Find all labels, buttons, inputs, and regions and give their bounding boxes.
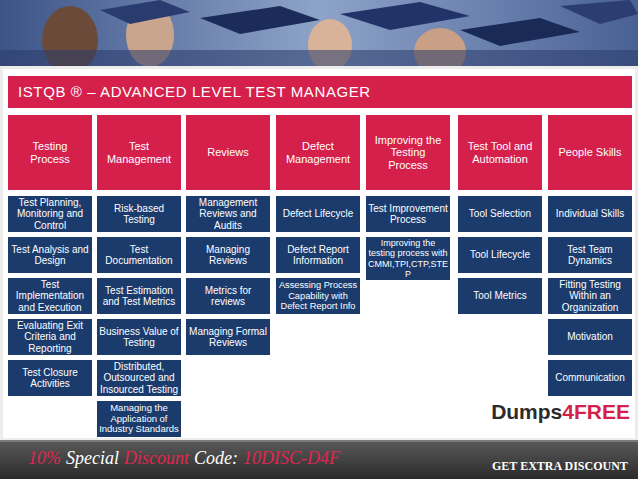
- label-text: 10DISC-D4F: [243, 448, 340, 469]
- node-text: Evaluating Exit Criteria and Reporting: [10, 320, 90, 354]
- category-header: People Skills: [548, 115, 632, 190]
- topic-box: Test Estimation and Test Metrics: [97, 278, 181, 314]
- topic-box: Test Team Dynamics: [548, 237, 632, 273]
- topic-box: Test Implementation and Execution: [8, 278, 92, 314]
- title-band: ISTQB ® – ADVANCED LEVEL TEST MANAGER: [8, 76, 632, 108]
- discount-line: 10%SpecialDiscountCode:10DISC-D4F: [28, 448, 340, 469]
- node-text: Management Reviews and Audits: [188, 197, 268, 231]
- topic-box: Communication: [548, 360, 632, 396]
- node-text: Distributed, Outsourced and Insourced Te…: [99, 361, 179, 395]
- node-text: ISTQB ® – ADVANCED LEVEL TEST MANAGER: [18, 84, 371, 101]
- node-text: Motivation: [567, 331, 613, 342]
- topic-box: Defect Lifecycle: [276, 196, 360, 232]
- node-text: Metrics for reviews: [188, 285, 268, 307]
- topic-box: Test Documentation: [97, 237, 181, 273]
- graduation-photo: [0, 0, 638, 76]
- label-text: Dumps: [491, 400, 562, 424]
- topic-box: Defect Report Information: [276, 237, 360, 273]
- node-text: Test Analysis and Design: [10, 244, 90, 266]
- node-text: Managing the Application of Industry Sta…: [99, 403, 179, 435]
- topic-box: Improving the testing process with CMMI,…: [366, 237, 450, 280]
- label-text: 10%: [28, 448, 61, 469]
- node-text: Test Tool and Automation: [462, 140, 538, 165]
- node-text: Business Value of Testing: [99, 326, 179, 348]
- topic-box: Distributed, Outsourced and Insourced Te…: [97, 360, 181, 396]
- bar-edge: [0, 440, 638, 442]
- topic-box: Risk-based Testing: [97, 196, 181, 232]
- label-text: GET EXTRA DISCOUNT: [492, 459, 628, 474]
- topic-box: Assessing Process Capability with Defect…: [276, 278, 360, 314]
- node-text: Test Documentation: [99, 244, 179, 266]
- node-text: Defect Management: [280, 140, 356, 165]
- topic-box: Test Planning, Monitoring and Control: [8, 196, 92, 232]
- topic-box: Managing the Application of Industry Sta…: [97, 401, 181, 437]
- panel-frame: [0, 66, 638, 440]
- category-header: Test Management: [97, 115, 181, 190]
- node-text: Test Estimation and Test Metrics: [99, 285, 179, 307]
- node-text: Test Team Dynamics: [550, 244, 630, 266]
- label-text: Special: [66, 448, 119, 469]
- topic-box: Evaluating Exit Criteria and Reporting: [8, 319, 92, 355]
- node-text: Improving the testing process with CMMI,…: [368, 238, 448, 278]
- cta-text: GET EXTRA DISCOUNT: [492, 459, 628, 474]
- panel: [3, 69, 635, 438]
- bottom-bar: [0, 440, 638, 479]
- topic-box: Managing Reviews: [186, 237, 270, 273]
- category-header: Improving the Testing Process: [366, 115, 450, 190]
- node-text: Managing Reviews: [188, 244, 268, 266]
- node-text: Fitting Testing Within an Organization: [550, 279, 630, 313]
- topic-box: Business Value of Testing: [97, 319, 181, 355]
- label-text: Discount: [124, 448, 189, 469]
- topic-box: Management Reviews and Audits: [186, 196, 270, 232]
- label-text: 4FREE: [562, 400, 630, 424]
- node-text: People Skills: [559, 146, 622, 158]
- node-text: Communication: [555, 372, 624, 383]
- topic-box: Test Improvement Process: [366, 196, 450, 232]
- category-header: Testing Process: [8, 115, 92, 190]
- category-header: Test Tool and Automation: [458, 115, 542, 190]
- category-header: Defect Management: [276, 115, 360, 190]
- node-text: Test Planning, Monitoring and Control: [10, 197, 90, 231]
- node-text: Tool Metrics: [473, 290, 526, 301]
- node-text: Defect Report Information: [278, 244, 358, 266]
- node-text: Reviews: [207, 146, 249, 158]
- topic-box: Individual Skills: [548, 196, 632, 232]
- topic-box: Tool Lifecycle: [458, 237, 542, 273]
- topic-box: Motivation: [548, 319, 632, 355]
- node-text: Individual Skills: [556, 208, 624, 219]
- node-text: Tool Lifecycle: [470, 249, 530, 260]
- node-text: Managing Formal Reviews: [188, 326, 268, 348]
- topic-box: Metrics for reviews: [186, 278, 270, 314]
- node-text: Improving the Testing Process: [370, 134, 446, 171]
- node-text: Test Management: [101, 140, 177, 165]
- topic-box: Managing Formal Reviews: [186, 319, 270, 355]
- logo: Dumps4FREE: [491, 400, 630, 424]
- node-text: Test Implementation and Execution: [10, 279, 90, 313]
- topic-box: Fitting Testing Within an Organization: [548, 278, 632, 314]
- topic-box: Tool Metrics: [458, 278, 542, 314]
- node-text: Risk-based Testing: [99, 203, 179, 225]
- topic-box: Test Closure Activities: [8, 360, 92, 396]
- node-text: Test Improvement Process: [368, 203, 448, 225]
- node-text: Tool Selection: [469, 208, 531, 219]
- node-text: Testing Process: [12, 140, 88, 165]
- node-text: Defect Lifecycle: [283, 208, 354, 219]
- category-header: Reviews: [186, 115, 270, 190]
- label-text: Code:: [194, 448, 238, 469]
- node-text: Assessing Process Capability with Defect…: [278, 280, 358, 311]
- topic-box: Test Analysis and Design: [8, 237, 92, 273]
- node-text: Test Closure Activities: [10, 367, 90, 389]
- topic-box: Tool Selection: [458, 196, 542, 232]
